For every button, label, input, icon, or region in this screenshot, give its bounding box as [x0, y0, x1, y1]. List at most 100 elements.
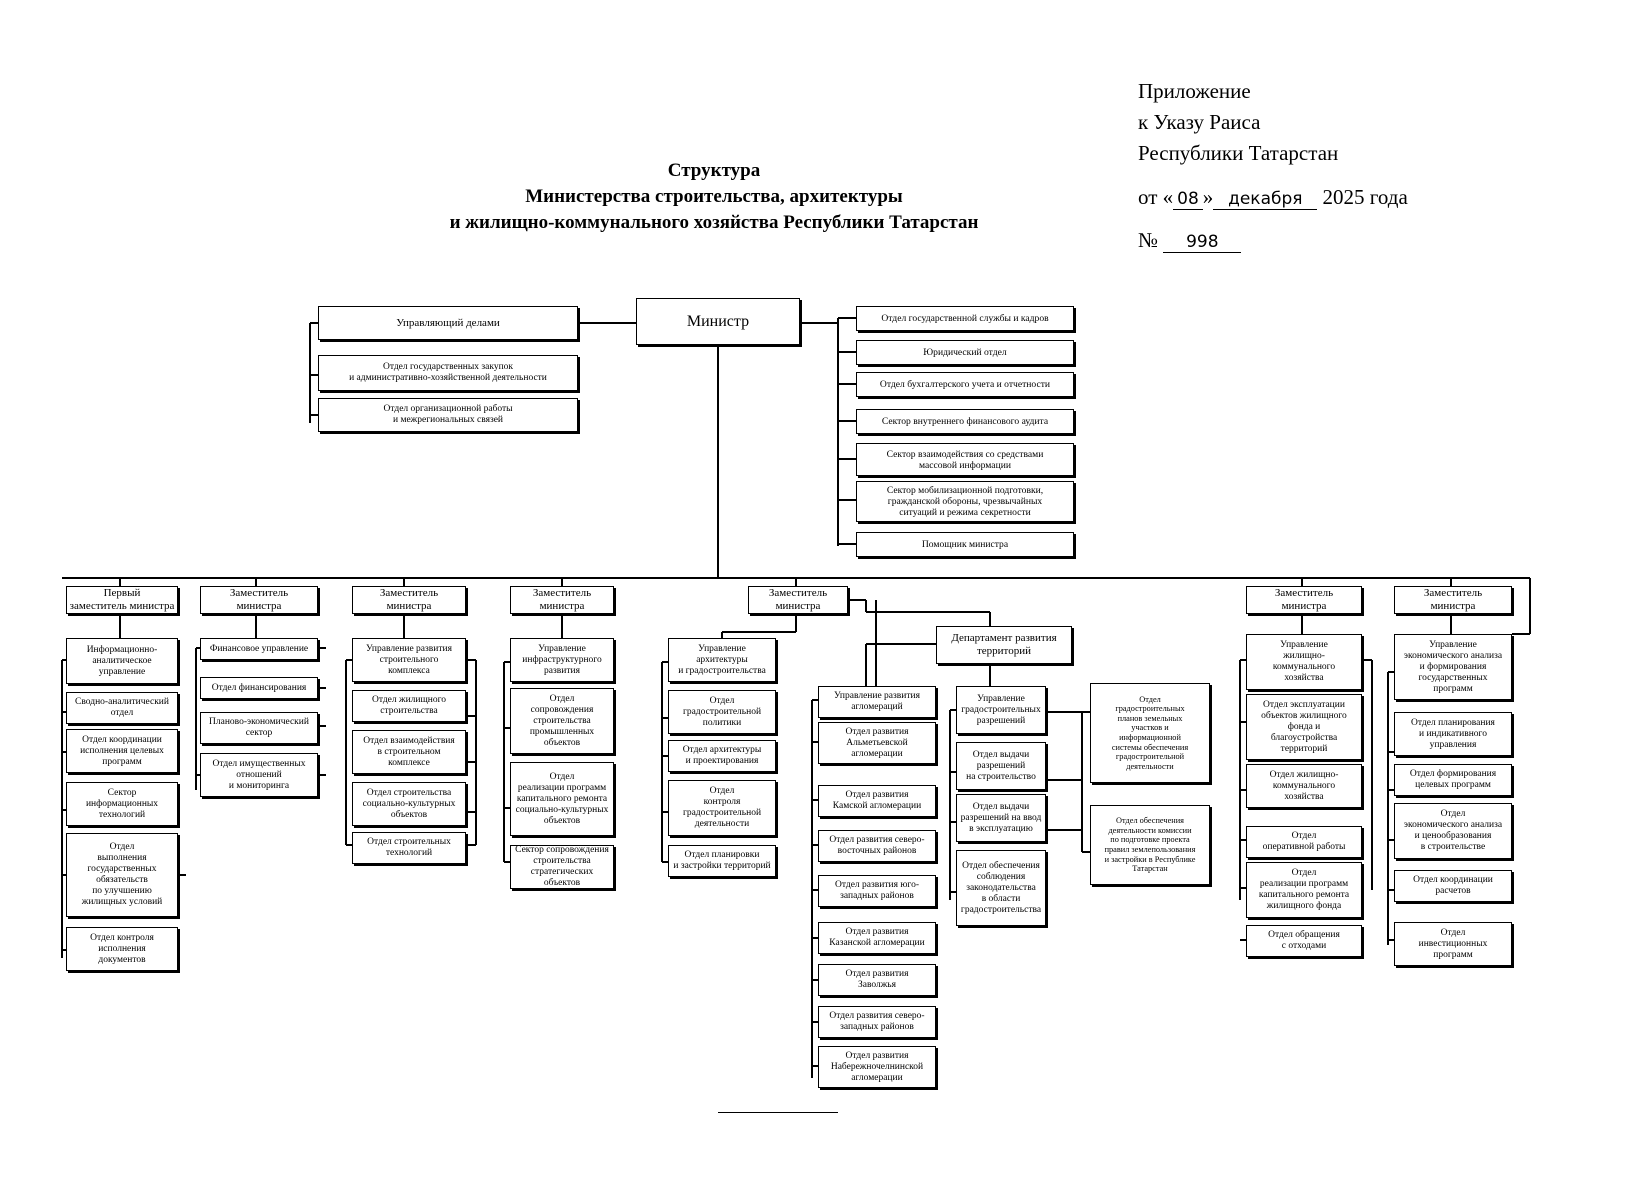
node-admin-right-3[interactable]: Сектор внутреннего финансового аудита [856, 409, 1074, 434]
title-line-3: и жилищно-коммунального хозяйства Респуб… [449, 212, 979, 233]
node-admin-right-0[interactable]: Отдел государственной службы и кадров [856, 306, 1074, 331]
node-label: Отдел развития северо-восточных районов [829, 835, 925, 856]
node-label: Сектор внутреннего финансового аудита [881, 416, 1049, 427]
appendix-header: Приложение к Указу Раиса Республики Тата… [1138, 76, 1338, 169]
node-admin-right-1[interactable]: Юридический отдел [856, 340, 1074, 365]
node-agglomeration-7[interactable]: Отдел развития северо-западных районов [818, 1006, 936, 1038]
node-col1-item-0[interactable]: Финансовое управление [200, 638, 318, 660]
node-admin-right-5[interactable]: Сектор мобилизационной подготовки,гражда… [856, 481, 1074, 522]
node-minister[interactable]: Министр [636, 298, 800, 345]
node-admin-right-6[interactable]: Помощник министра [856, 532, 1074, 557]
node-agglomeration-3[interactable]: Отдел развития северо-восточных районов [818, 830, 936, 862]
node-admin-left-0[interactable]: Управляющий делами [318, 306, 578, 340]
node-label: Помощник министра [921, 539, 1009, 550]
decree-number-line: № 998 [1138, 228, 1242, 253]
node-admin-right-2[interactable]: Отдел бухгалтерского учета и отчетности [856, 372, 1074, 397]
node-label: Отдел бухгалтерского учета и отчетности [879, 379, 1051, 390]
appendix-line-2: к Указу Раиса [1138, 110, 1261, 134]
node-agglomeration-4[interactable]: Отдел развития юго-западных районов [818, 875, 936, 907]
node-col1-item-1[interactable]: Отдел финансирования [200, 677, 318, 699]
node-label: Сектор мобилизационной подготовки,гражда… [886, 485, 1044, 518]
